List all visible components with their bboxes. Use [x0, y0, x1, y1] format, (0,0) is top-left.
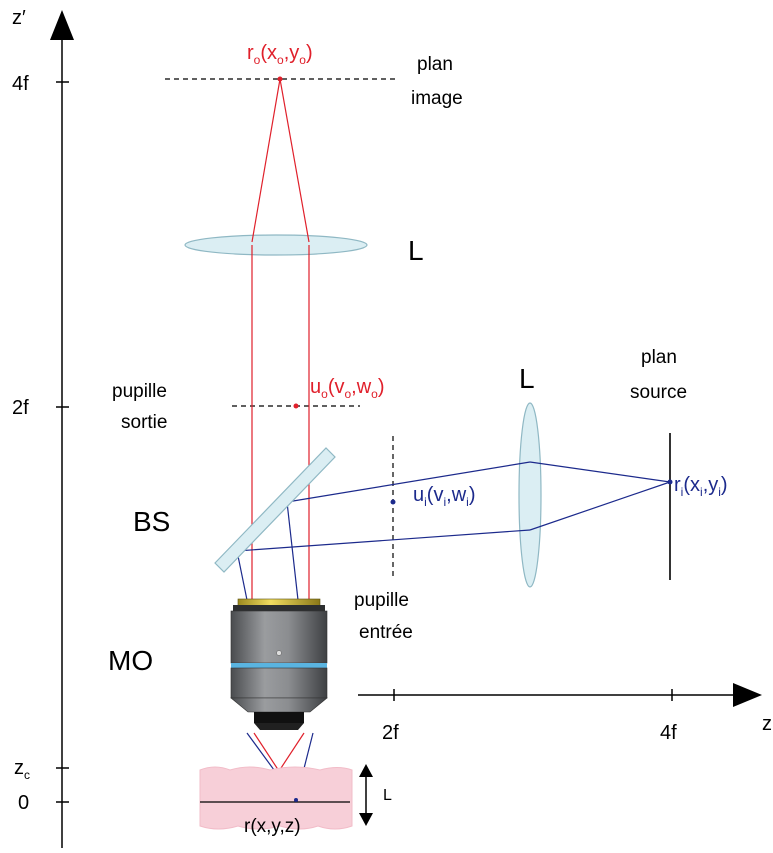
horizontal-axis-arrowhead: [733, 683, 762, 707]
ro-label: ro(xo,yo): [247, 42, 313, 67]
lens-top-label: L: [408, 235, 424, 266]
ro-point: [277, 76, 283, 82]
vertical-axis-arrowhead: [50, 10, 74, 40]
tick-4f-horizontal: 4f: [660, 722, 677, 744]
sample-point-label: r(x,y,z): [244, 816, 301, 837]
vertical-axis-label: z′: [12, 7, 26, 29]
tube-lens-top: [184, 234, 368, 256]
tube-lens-side: [518, 402, 542, 588]
pupille-sortie-label: pupille: [112, 381, 167, 402]
sample-thickness-label: L: [383, 787, 392, 804]
pupille-sortie-label-2: sortie: [121, 412, 167, 433]
beam-splitter: [214, 447, 336, 573]
mo-label: MO: [108, 645, 153, 676]
pupille-entree-label: pupille: [354, 590, 409, 611]
sample-focus-point: [294, 798, 298, 802]
uo-label: uo(vo,wo): [310, 376, 385, 401]
ri-label: ri(xi,yi): [674, 474, 728, 499]
plan-image-label: plan: [417, 54, 453, 75]
lens-side-label: L: [519, 363, 535, 394]
plan-source-label-2: source: [630, 382, 687, 403]
tick-2f-horizontal: 2f: [382, 722, 399, 744]
tick-4f-vertical: 4f: [12, 73, 29, 95]
uo-point: [293, 403, 299, 409]
bs-label: BS: [133, 506, 170, 537]
horizontal-axis-label: z: [762, 713, 772, 735]
plan-image-label-2: image: [411, 88, 463, 109]
tick-2f-vertical: 2f: [12, 397, 29, 419]
microscope-objective: [230, 598, 328, 730]
plan-source-label: plan: [641, 347, 677, 368]
vertical-axis: z′ 4f 2f zc 0: [12, 7, 74, 848]
sample-thickness-arrow: [359, 764, 373, 826]
sample-tissue: [199, 766, 353, 830]
horizontal-axis: 2f 4f z: [358, 683, 772, 744]
ui-point: [390, 499, 396, 505]
tick-zc-vertical: zc: [14, 757, 30, 782]
ri-point: [667, 479, 673, 485]
tick-0-vertical: 0: [18, 792, 29, 814]
pupille-entree-label-2: entrée: [359, 622, 413, 643]
ui-label: ui(vi,wi): [413, 484, 475, 509]
